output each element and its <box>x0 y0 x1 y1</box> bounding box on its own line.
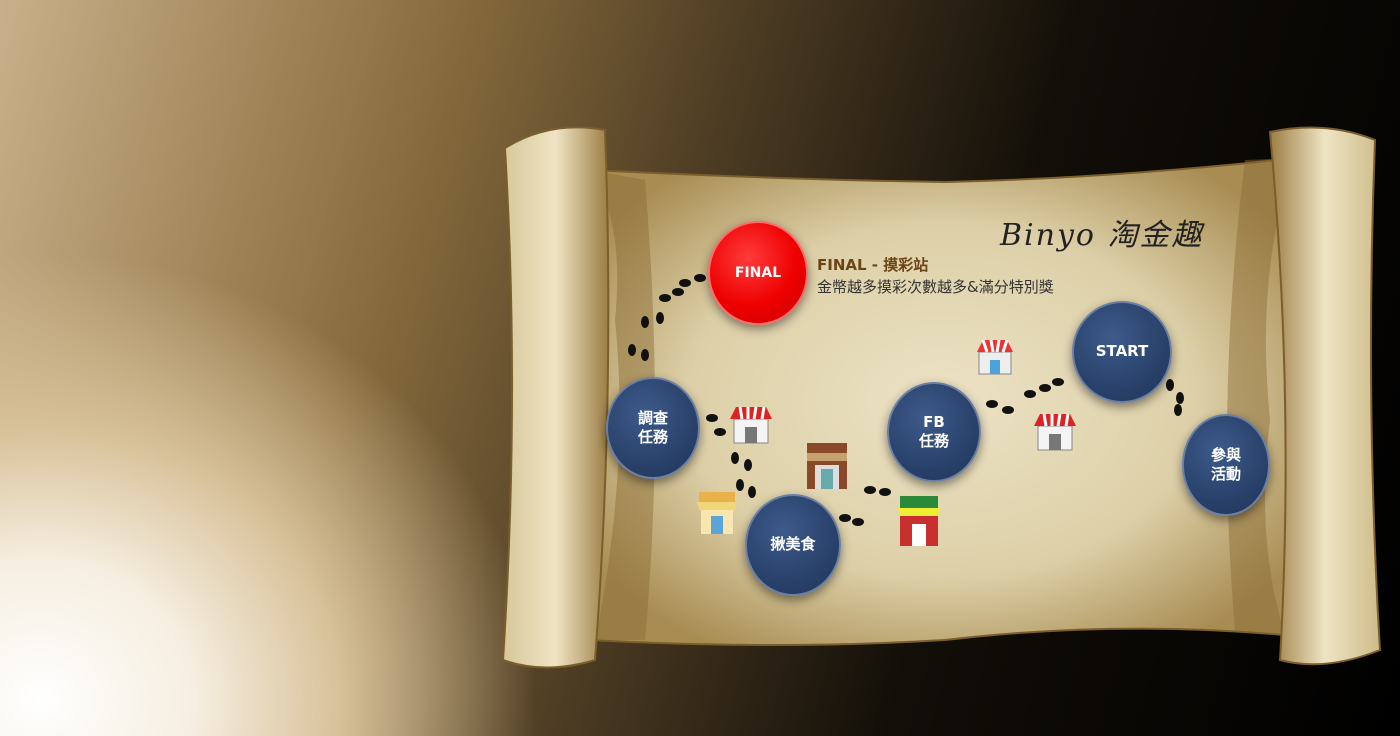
footstep-icon <box>1039 384 1051 392</box>
shop-icon <box>730 406 772 444</box>
footstep-icon <box>1052 378 1064 386</box>
shop-icon <box>898 496 940 546</box>
footstep-icon <box>864 486 876 494</box>
food-node[interactable]: 揪美食 <box>745 494 841 596</box>
footstep-icon <box>672 288 684 296</box>
final-description: 金幣越多摸彩次數越多&滿分特別獎 <box>817 278 1054 296</box>
survey-task-node[interactable]: 調查 任務 <box>606 377 700 479</box>
footstep-icon <box>706 414 718 422</box>
final-heading: FINAL - 摸彩站 <box>817 256 929 274</box>
footstep-icon <box>1176 392 1184 404</box>
footstep-icon <box>1166 379 1174 391</box>
page-title: Binyo 淘金趣 <box>1000 218 1204 253</box>
footstep-icon <box>1002 406 1014 414</box>
final-node-label: FINAL <box>734 264 782 281</box>
footstep-icon <box>839 514 851 522</box>
footstep-icon <box>628 344 636 356</box>
join-activity-node[interactable]: 參與 活動 <box>1182 414 1270 516</box>
footstep-icon <box>748 486 756 498</box>
footstep-icon <box>694 274 706 282</box>
shop-icon <box>1034 413 1076 451</box>
footstep-icon <box>736 479 744 491</box>
fb-task-node[interactable]: FB 任務 <box>887 382 981 482</box>
join-node-line-2: 活動 <box>1210 465 1241 483</box>
footstep-icon <box>731 452 739 464</box>
survey-node-line-2: 任務 <box>637 428 668 446</box>
footstep-icon <box>1174 404 1182 416</box>
footstep-icon <box>641 316 649 328</box>
footstep-icon <box>641 349 649 361</box>
start-node-label: START <box>1095 342 1149 361</box>
shop-icon <box>977 339 1013 375</box>
join-node-line-1: 參與 <box>1210 445 1241 464</box>
footstep-icon <box>714 428 726 436</box>
fb-node-line-1: FB <box>923 412 945 431</box>
footstep-icon <box>679 279 691 287</box>
fb-node-line-2: 任務 <box>918 432 949 450</box>
footstep-icon <box>1024 390 1036 398</box>
footstep-icon <box>744 459 752 471</box>
final-node[interactable]: FINAL <box>708 221 808 325</box>
footstep-icon <box>659 294 671 302</box>
footstep-icon <box>986 400 998 408</box>
footstep-icon <box>879 488 891 496</box>
shop-icon <box>697 492 737 534</box>
start-node[interactable]: START <box>1072 301 1172 403</box>
footstep-icon <box>656 312 664 324</box>
shop-icon <box>807 443 847 489</box>
footstep-icon <box>852 518 864 526</box>
food-node-label: 揪美食 <box>770 535 816 554</box>
survey-node-line-1: 調查 <box>637 408 668 427</box>
